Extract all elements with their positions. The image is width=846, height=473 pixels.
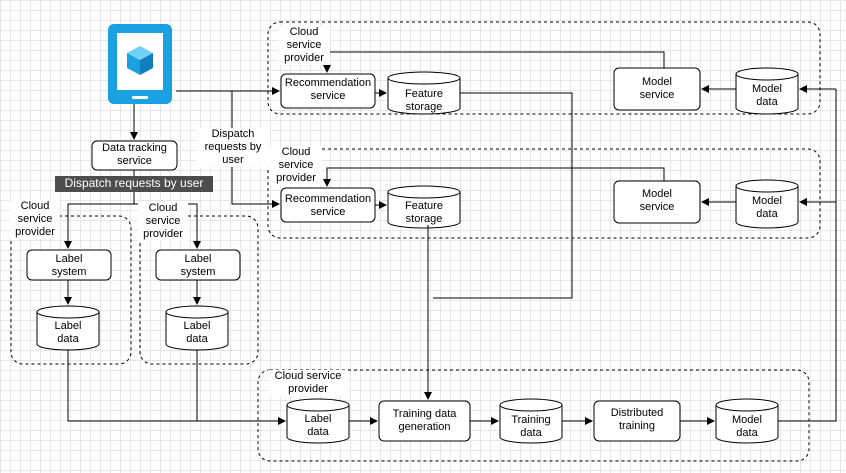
cloud-provider-label-middle: Cloud service provider [270, 146, 322, 185]
line-model-data-feedback [778, 89, 837, 422]
feature-storage-label-top: Feature storage [405, 88, 443, 113]
cube-icon [127, 46, 153, 75]
arrow-model-to-recommendation-top [323, 51, 665, 73]
line-feature-top-to-generation [433, 92, 573, 299]
model-data-label-top: Model data [752, 83, 782, 108]
model-data-label-middle: Model data [752, 195, 782, 220]
label-data-label-2: Label data [183, 320, 211, 345]
label-system-box-2 [155, 249, 241, 281]
dispatch-banner-label: Dispatch requests by user [64, 176, 204, 190]
data-tracking-label: Data tracking service [102, 142, 167, 167]
label-data-cylinder-2 [165, 305, 229, 351]
label-data-label-1: Label data [54, 320, 82, 345]
cloud-provider-label-left-2: Cloud service provider [138, 202, 188, 241]
connectors [64, 51, 837, 425]
distributed-training-label: Distributed training [610, 407, 664, 432]
cloud-group-middle [267, 148, 821, 239]
label-system-label-2: Label system [180, 253, 216, 278]
dispatch-banner-box [55, 176, 213, 192]
cloud-provider-label-bottom: Cloud service provider [268, 370, 348, 396]
model-data-cylinder-bottom [715, 398, 779, 444]
dispatch-requests-label: Dispatch requests by user [196, 128, 270, 167]
feature-storage-cylinder-middle [387, 185, 461, 229]
model-data-cylinder-middle [735, 179, 799, 229]
cloud-provider-label-top: Cloud service provider [278, 26, 330, 65]
model-service-label-top: Model service [639, 76, 675, 101]
model-data-label-bottom: Model data [732, 414, 762, 439]
cloud-group-left-1 [10, 215, 132, 365]
mobile-device-icon [108, 24, 172, 104]
label-system-box-1 [26, 249, 112, 281]
label-data-cylinder-bottom [286, 398, 350, 444]
label-data-label-bottom: Label data [304, 413, 332, 438]
line-label-data-1-to-bottom [67, 350, 286, 425]
cloud-provider-label-left-1: Cloud service provider [10, 200, 60, 239]
training-generation-label: Training data generation [392, 408, 457, 433]
line-banner-branch-left [64, 192, 135, 249]
model-service-box-top [613, 67, 701, 111]
recommendation-label-top: Recommendation service [284, 77, 372, 102]
feature-storage-cylinder-top [387, 71, 461, 115]
cloud-group-left-2 [139, 215, 259, 365]
label-data-cylinder-1 [36, 305, 100, 351]
training-data-cylinder [499, 398, 563, 444]
arrow-model-to-recommendation-middle [323, 167, 665, 187]
model-data-cylinder-top [735, 67, 799, 115]
cloud-group-bottom [257, 369, 810, 462]
feature-storage-label-middle: Feature storage [405, 200, 443, 225]
training-data-label: Training data [511, 414, 551, 439]
label-system-label-1: Label system [51, 253, 87, 278]
cloud-group-top [267, 21, 821, 115]
model-service-box-middle [613, 180, 701, 224]
model-service-label-middle: Model service [639, 188, 675, 213]
recommendation-label-middle: Recommendation service [284, 193, 372, 218]
recommendation-box-top [280, 73, 376, 109]
